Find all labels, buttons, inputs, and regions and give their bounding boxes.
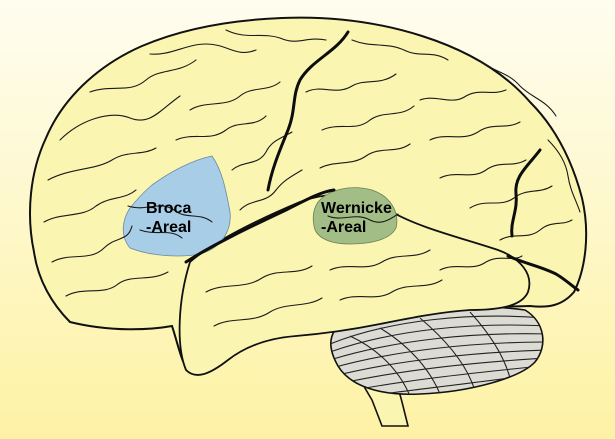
parieto-occipital-sulcus (510, 148, 542, 238)
gyri-lines (43, 29, 581, 327)
wernicke-area-label: Wernicke -Areal (321, 199, 392, 237)
major-sulci (184, 30, 580, 292)
wernicke-label-line-2: -Areal (321, 219, 367, 236)
broca-label-line-2: -Areal (146, 219, 192, 236)
lateral-sulcus (184, 188, 336, 264)
occipital-sulcus (506, 254, 580, 292)
broca-area-label: Broca -Areal (146, 199, 191, 237)
wernicke-label-line-1: Wernicke (321, 200, 392, 217)
broca-label-line-1: Broca (146, 200, 192, 217)
wernicke-area (312, 187, 398, 245)
central-sulcus (266, 30, 350, 192)
